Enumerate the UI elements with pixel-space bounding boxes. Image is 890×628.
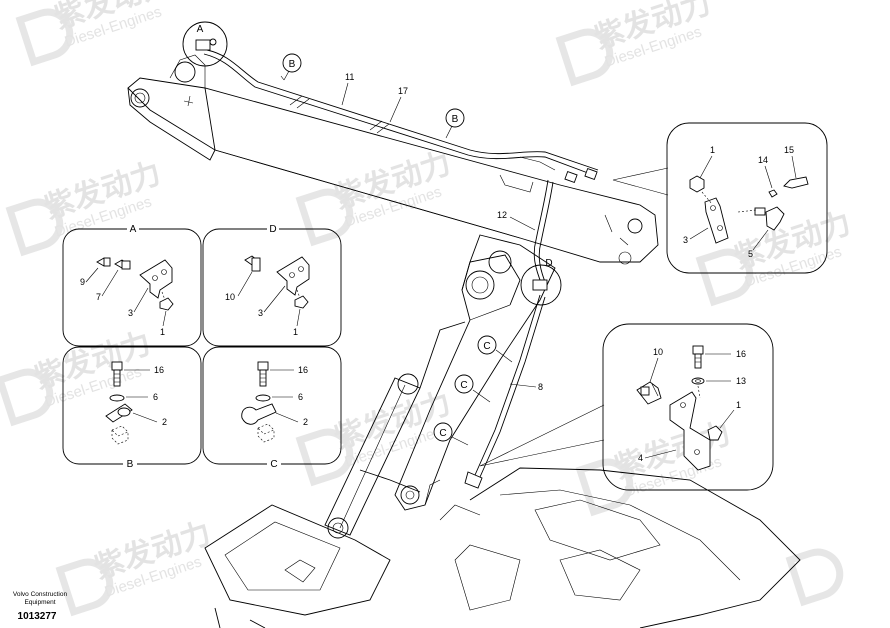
watermark (785, 548, 844, 607)
leader-top-right (612, 167, 669, 196)
box-b-label-6: 6 (153, 392, 158, 402)
watermark: 紫发动力 Diesel-Engines (15, 0, 175, 67)
box-br-label-13: 13 (736, 376, 746, 386)
document-number: 1013277 (18, 611, 57, 622)
box-a-label-3: 3 (128, 308, 133, 318)
hydraulic-cylinder (324, 321, 466, 539)
detail-box-d: D 10 3 1 (202, 224, 342, 347)
watermark-layer: 紫发动力 Diesel-Engines 紫发动力 Diesel-Engines … (0, 0, 855, 617)
box-d-label-1: 1 (293, 327, 298, 337)
watermark: 紫发动力 Diesel-Engines (555, 0, 715, 87)
svg-text:Volvo Construction: Volvo Construction (13, 591, 68, 598)
lower-chassis (204, 467, 801, 628)
detail-box-b: B 16 6 2 (62, 346, 202, 470)
svg-text:C: C (439, 428, 446, 439)
box-tr-label-1: 1 (710, 145, 715, 155)
detail-box-a: A 9 7 3 1 (62, 224, 202, 347)
callout-c-3: C (433, 422, 469, 446)
box-a-label-7: 7 (96, 292, 101, 302)
hose-line-8 (464, 294, 546, 489)
box-br-label-16: 16 (736, 349, 746, 359)
detail-circle-a (182, 21, 228, 67)
box-tr-label-3: 3 (683, 235, 688, 245)
box-d-label-3: 3 (258, 308, 263, 318)
svg-text:A: A (197, 24, 204, 35)
stick-arm-outline (394, 234, 556, 511)
svg-text:C: C (460, 380, 467, 391)
box-tr-label-14: 14 (758, 155, 768, 165)
box-a-label-1: 1 (160, 327, 165, 337)
part-label-17: 17 (398, 86, 408, 96)
box-c-label-2: 2 (303, 417, 308, 427)
detail-circle-d (520, 264, 562, 306)
box-tr-label-15: 15 (784, 145, 794, 155)
callout-a: A (197, 24, 204, 35)
box-b-label-16: 16 (154, 365, 164, 375)
fitting-a (195, 38, 217, 51)
watermark: 紫发动力 Diesel-Engines (0, 326, 155, 427)
callout-b-left: B (280, 53, 302, 81)
leader-bottom-right (479, 404, 605, 467)
box-c-label-6: 6 (298, 392, 303, 402)
box-br-label-1: 1 (736, 400, 741, 410)
svg-text:B: B (452, 114, 459, 125)
callout-d: D (545, 258, 552, 269)
box-br-label-10: 10 (653, 347, 663, 357)
svg-text:B: B (289, 59, 296, 70)
svg-text:B: B (127, 459, 134, 470)
part-label-11: 11 (345, 72, 354, 82)
detail-box-c: C 16 6 2 (202, 346, 342, 470)
svg-text:Equipment: Equipment (24, 599, 55, 606)
box-c-label-16: 16 (298, 365, 308, 375)
svg-text:C: C (483, 341, 490, 352)
box-br-label-4: 4 (638, 453, 643, 463)
hose-line-12 (533, 179, 554, 288)
svg-text:D: D (545, 258, 552, 269)
svg-text:D: D (269, 224, 276, 235)
part-label-8: 8 (538, 382, 543, 392)
watermark: 紫发动力 Diesel-Engines (295, 146, 455, 247)
box-tr-label-5: 5 (748, 249, 753, 259)
watermark: 紫发动力 Diesel-Engines (55, 516, 215, 617)
detail-box-top-right: 1 14 15 3 5 (666, 122, 828, 274)
watermark: 紫发动力 Diesel-Engines (5, 156, 165, 257)
detail-box-bottom-right: 10 16 13 1 4 (602, 323, 774, 491)
part-label-12: 12 (497, 210, 507, 220)
callout-c-1: C (477, 335, 513, 363)
box-a-label-9: 9 (80, 277, 85, 287)
fitting-d (532, 279, 548, 291)
boom-arm-outline (127, 54, 659, 265)
brand-block: Volvo Construction Equipment 1013277 (13, 591, 68, 622)
svg-text:C: C (270, 459, 277, 470)
box-d-label-10: 10 (225, 292, 235, 302)
callout-b-right: B (445, 108, 465, 139)
box-b-label-2: 2 (162, 417, 167, 427)
hose-line-11-17 (203, 49, 599, 184)
svg-text:A: A (130, 224, 137, 235)
callout-c-2: C (454, 374, 491, 403)
